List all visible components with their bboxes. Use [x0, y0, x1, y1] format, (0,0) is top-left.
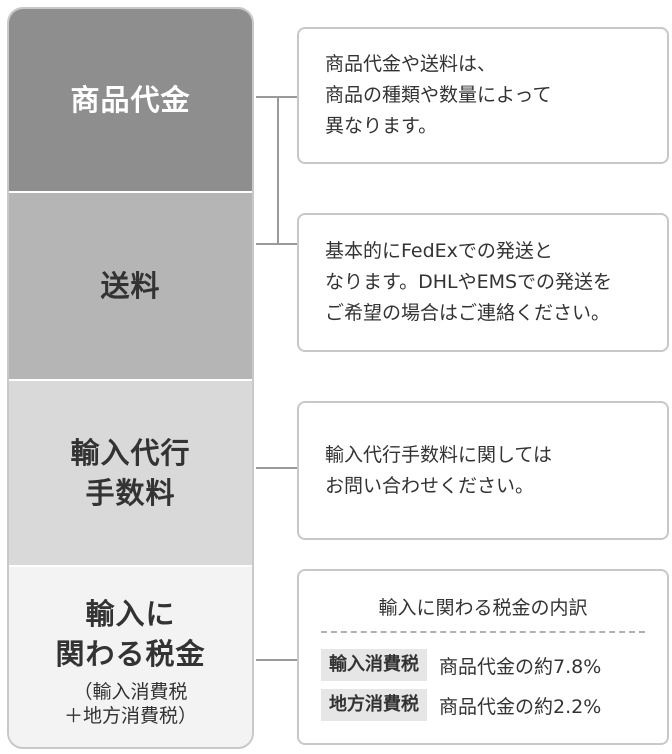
- agency-fee-note: 輸入代行手数料に関しては お問い合わせください。: [325, 403, 552, 538]
- tax-row-value: 商品代金の約7.8%: [439, 655, 602, 678]
- tax-row: 輸入消費税 商品代金の約7.8%: [321, 649, 653, 681]
- import-tax-block: 輸入に 関わる税金 （輸入消費税 ＋地方消費税）: [9, 565, 252, 747]
- import-tax-sub-line1: （輸入消費税: [73, 681, 188, 703]
- connector-shipping-to-box: [278, 243, 297, 245]
- import-tax-label-line2: 関わる税金: [55, 637, 206, 671]
- tax-row-value: 商品代金の約2.2%: [439, 695, 602, 718]
- import-tax-label-line1: 輸入に: [85, 597, 176, 631]
- note-line: ご希望の場合はご連絡ください。: [325, 302, 611, 324]
- connector-bracket-to-box: [278, 96, 297, 98]
- shipping-block: 送料: [9, 191, 252, 379]
- tax-row-label: 地方消費税: [321, 689, 427, 721]
- product-shipping-note: 商品代金や送料は、 商品の種類や数量によって 異なります。: [325, 29, 551, 162]
- agency-fee-block: 輸入代行 手数料: [9, 379, 252, 565]
- note-line: 商品の種類や数量によって: [325, 84, 552, 106]
- shipping-note: 基本的にFedExでの発送と なります。DHLやEMSでの発送を ご希望の場合は…: [325, 215, 612, 350]
- connector-product: [256, 96, 278, 98]
- agency-fee-note-box: 輸入代行手数料に関しては お問い合わせください。: [297, 401, 669, 540]
- note-line: 基本的にFedExでの発送と: [325, 240, 553, 262]
- product-price-label: 商品代金: [70, 83, 191, 117]
- note-line: 輸入代行手数料に関しては: [325, 443, 553, 466]
- agency-fee-label-line2: 手数料: [85, 476, 176, 510]
- shipping-label: 送料: [100, 269, 161, 303]
- import-tax-sub-line2: ＋地方消費税）: [63, 705, 197, 727]
- cost-breakdown-column: 商品代金 送料 輸入代行 手数料 輸入に 関わる税金 （輸入消費税 ＋地方消費税…: [7, 7, 254, 749]
- connector-bracket-vertical: [277, 96, 279, 244]
- note-line: 異なります。: [325, 115, 438, 137]
- dashed-divider: [321, 631, 645, 633]
- product-shipping-note-box: 商品代金や送料は、 商品の種類や数量によって 異なります。: [297, 27, 669, 164]
- note-line: 商品代金や送料は、: [325, 53, 497, 75]
- note-line: なります。DHLやEMSでの発送を: [325, 271, 613, 293]
- shipping-note-box: 基本的にFedExでの発送と なります。DHLやEMSでの発送を ご希望の場合は…: [297, 213, 669, 352]
- note-line: お問い合わせください。: [325, 474, 535, 497]
- tax-breakdown-box: 輸入に関わる税金の内訳 輸入消費税 商品代金の約7.8% 地方消費税 商品代金の…: [297, 569, 669, 745]
- product-price-block: 商品代金: [9, 9, 252, 191]
- connector-shipping: [256, 243, 278, 245]
- tax-breakdown-title: 輸入に関わる税金の内訳: [378, 597, 588, 619]
- tax-row-label: 輸入消費税: [321, 649, 427, 681]
- agency-fee-label-line1: 輸入代行: [70, 436, 191, 470]
- connector-agency-fee: [256, 467, 297, 469]
- connector-import-tax: [256, 659, 297, 661]
- tax-row: 地方消費税 商品代金の約2.2%: [321, 689, 653, 721]
